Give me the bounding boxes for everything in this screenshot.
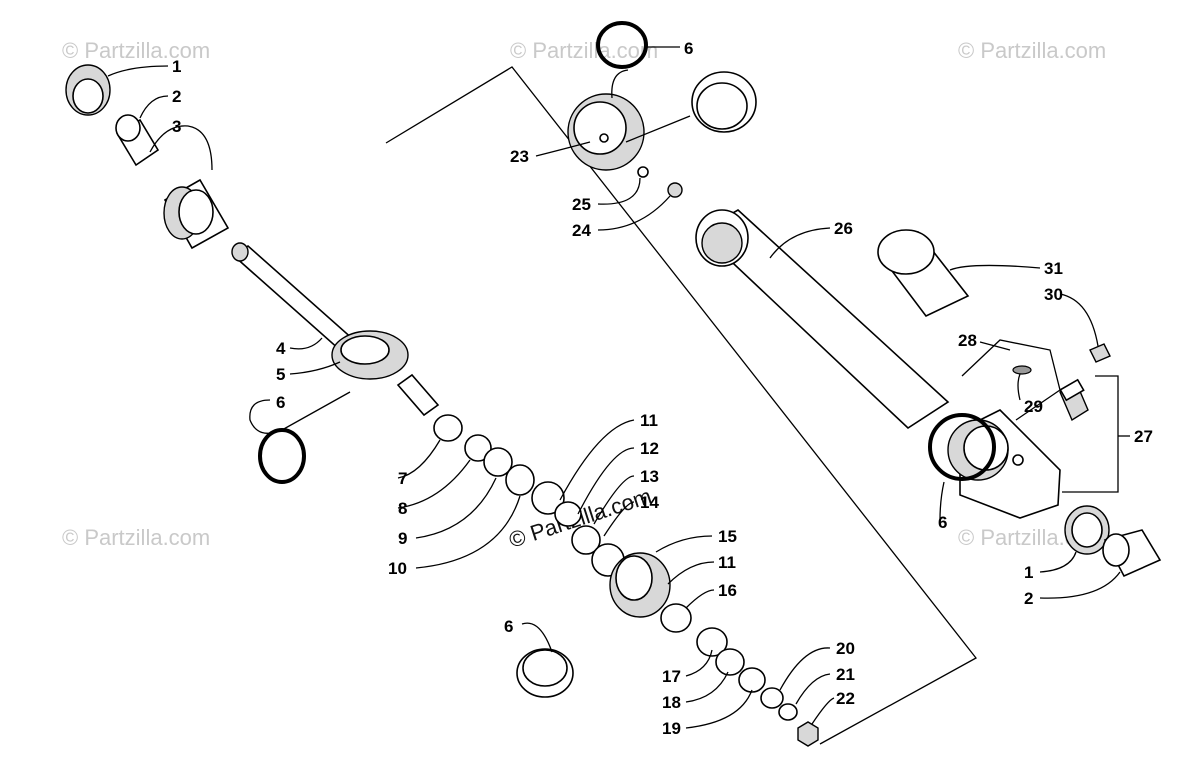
callout-3: 3 <box>172 117 181 136</box>
reservoir-housing <box>947 409 1061 519</box>
callout-20: 20 <box>836 639 855 658</box>
o-ring-29 <box>1012 365 1032 375</box>
callout-18: 18 <box>662 693 681 712</box>
band-6-bottom <box>516 648 574 698</box>
eyelet-3 <box>163 178 230 250</box>
watermark-top-right: © Partzilla.com <box>958 38 1106 63</box>
callout-28: 28 <box>958 331 977 350</box>
valve-core-30 <box>1089 343 1111 363</box>
callout-29: 29 <box>1024 397 1043 416</box>
washer-11 <box>531 481 565 515</box>
valve-24 <box>667 182 683 198</box>
piston-head-5 <box>331 330 440 417</box>
o-ring-6-right <box>928 413 996 481</box>
band-6-top <box>691 71 757 133</box>
callout-31: 31 <box>1044 259 1063 278</box>
callout-24: 24 <box>572 221 591 240</box>
callout-11-lower: 11 <box>718 553 736 572</box>
callout-17: 17 <box>662 667 681 686</box>
washer-9 <box>483 447 513 477</box>
washer-19 <box>738 667 766 693</box>
callout-19: 19 <box>662 719 681 738</box>
callout-26: 26 <box>834 219 853 238</box>
callout-6-bottom: 6 <box>504 617 513 636</box>
o-ring-6-top <box>596 21 648 69</box>
assembly-outline <box>385 66 977 745</box>
callout-5: 5 <box>276 365 285 384</box>
callout-6-left: 6 <box>276 393 285 412</box>
watermark-top-left: © Partzilla.com <box>62 38 210 63</box>
washer-20 <box>760 687 784 709</box>
washer-7 <box>433 414 463 442</box>
callout-23: 23 <box>510 147 529 166</box>
callout-27: 27 <box>1134 427 1153 446</box>
callout-2-bottom: 2 <box>1024 589 1033 608</box>
sleeve-31 <box>877 229 970 318</box>
shock-body-26 <box>695 209 950 430</box>
callout-13: 13 <box>640 467 659 486</box>
bushing-2-top <box>115 114 160 167</box>
callout-30: 30 <box>1044 285 1063 304</box>
washer-8 <box>464 434 492 462</box>
callout-14: 14 <box>640 493 659 512</box>
o-ring-6-left <box>258 428 306 484</box>
washer-10 <box>505 464 535 496</box>
washer-17 <box>696 627 728 657</box>
callout-21: 21 <box>836 665 855 684</box>
callout-6-right: 6 <box>938 513 947 532</box>
callout-15: 15 <box>718 527 737 546</box>
watermark-bottom-left: © Partzilla.com <box>62 525 210 550</box>
washer-12 <box>554 501 582 527</box>
callout-6-top: 6 <box>684 39 693 58</box>
watermark-top-center: © Partzilla.com <box>510 38 658 63</box>
kit-28-outline <box>961 339 1061 421</box>
callout-7: 7 <box>398 469 407 488</box>
callout-4: 4 <box>276 339 286 358</box>
piston-15 <box>609 552 671 618</box>
callout-10: 10 <box>388 559 407 578</box>
callout-12: 12 <box>640 439 659 458</box>
callout-1-top: 1 <box>172 57 181 76</box>
bushing-2-bottom <box>1102 529 1162 578</box>
bushing-1-top <box>65 64 111 116</box>
callout-9: 9 <box>398 529 407 548</box>
end-cap-23 <box>567 93 645 171</box>
washer-13 <box>571 525 601 555</box>
nut-22 <box>797 721 819 747</box>
bushing-1-bottom <box>1064 505 1110 555</box>
callout-1-bottom: 1 <box>1024 563 1033 582</box>
washer-21 <box>778 703 798 721</box>
callout-11-upper: 11 <box>640 411 658 430</box>
washer-18 <box>715 648 745 676</box>
callout-8: 8 <box>398 499 407 518</box>
washer-16 <box>660 603 692 633</box>
callout-25: 25 <box>572 195 591 214</box>
callout-22: 22 <box>836 689 855 708</box>
valve-body-27 <box>1059 378 1089 422</box>
bracket-27 <box>1062 375 1119 493</box>
callout-2-top: 2 <box>172 87 181 106</box>
leader-lines <box>107 46 1130 729</box>
o-ring-25 <box>637 166 649 178</box>
callout-16: 16 <box>718 581 737 600</box>
